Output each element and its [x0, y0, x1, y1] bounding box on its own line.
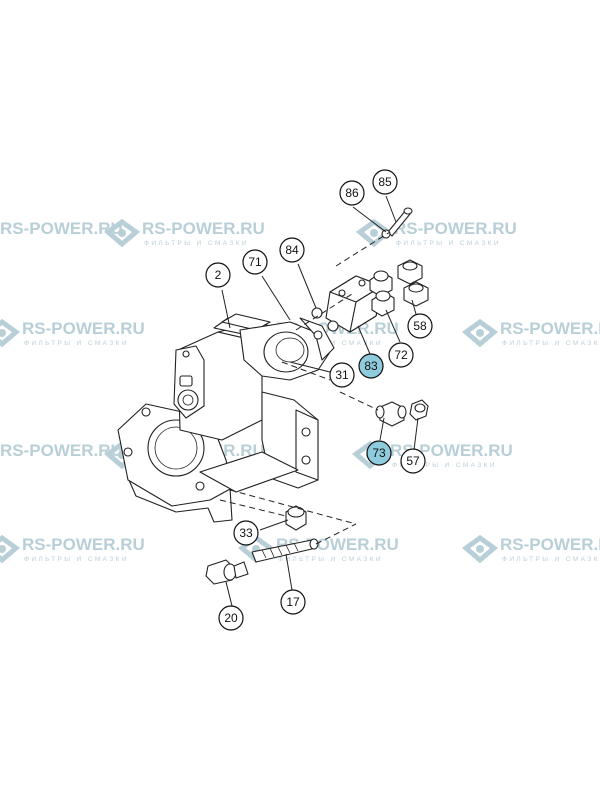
watermark-tagline: ФИЛЬТРЫ И СМАЗКИ — [502, 556, 600, 563]
plug — [205, 559, 249, 585]
callout-2[interactable]: 2 — [205, 262, 231, 288]
rs-power-logo-icon — [0, 534, 21, 564]
callout-72[interactable]: 72 — [388, 342, 414, 368]
callout-83[interactable]: 83 — [358, 353, 384, 379]
watermark-brand: RS-POWER.RU — [22, 319, 145, 338]
nut — [397, 259, 429, 307]
callout-label: 17 — [286, 595, 300, 609]
callout-label: 73 — [372, 446, 386, 460]
fitting — [369, 270, 395, 317]
callout-label: 83 — [364, 359, 378, 373]
elbow-fitting — [375, 401, 407, 427]
bolt — [381, 207, 413, 239]
watermark-brand: RS-POWER.RU — [500, 319, 600, 338]
watermark-logo: RS-POWER.RU ФИЛЬТРЫ И СМАЗКИ — [0, 318, 145, 348]
callout-33[interactable]: 33 — [233, 520, 259, 546]
callout-label: 84 — [285, 243, 299, 257]
watermark-tagline: ФИЛЬТРЫ И СМАЗКИ — [502, 340, 600, 347]
nut — [409, 399, 429, 421]
watermark-brand: RS-POWER.RU — [0, 219, 123, 238]
watermark-logo: RS-POWER.RU ФИЛЬТРЫ И СМАЗКИ — [461, 534, 600, 564]
assembly-lines — [219, 231, 391, 545]
watermark-brand: RS-POWER.RU — [394, 219, 517, 238]
watermark-logo: RS-POWER.RU ФИЛЬТРЫ И СМАЗКИ — [0, 534, 145, 564]
watermark-tagline: ФИЛЬТРЫ И СМАЗКИ — [396, 240, 501, 247]
rs-power-logo-icon — [461, 534, 499, 564]
nut — [285, 505, 307, 531]
callout-label: 58 — [413, 319, 427, 333]
watermark-tagline: ФИЛЬТРЫ И СМАЗКИ — [24, 556, 129, 563]
rs-power-logo-icon — [103, 218, 141, 248]
callout-58[interactable]: 58 — [407, 313, 433, 339]
leader-lines — [221, 195, 419, 607]
rs-power-logo-icon — [461, 318, 499, 348]
watermark-brand: RS-POWER.RU — [500, 535, 600, 554]
watermark-logo: RS-POWER.RU — [0, 441, 123, 460]
callout-label: 57 — [406, 454, 420, 468]
callouts: 85 86 84 71 2 58 72 83 — [205, 169, 433, 631]
watermark-brand: RS-POWER.RU — [142, 219, 265, 238]
callout-57[interactable]: 57 — [400, 448, 426, 474]
callout-71[interactable]: 71 — [242, 249, 268, 275]
callout-73[interactable]: 73 — [366, 440, 392, 466]
watermark-tagline: ФИЛЬТРЫ И СМАЗКИ — [144, 240, 249, 247]
callout-label: 33 — [239, 526, 253, 540]
valve-block — [325, 275, 383, 333]
callout-17[interactable]: 17 — [280, 589, 306, 615]
callout-84[interactable]: 84 — [279, 237, 305, 263]
callout-85[interactable]: 85 — [372, 169, 398, 195]
watermark-logo: RS-POWER.RU ФИЛЬТРЫ И СМАЗКИ — [461, 318, 600, 348]
callout-label: 86 — [345, 186, 359, 200]
watermark-brand: RS-POWER.RU — [0, 441, 123, 460]
callout-label: 85 — [378, 175, 392, 189]
watermark-tagline: ФИЛЬТРЫ И СМАЗКИ — [278, 556, 383, 563]
callout-label: 2 — [215, 268, 222, 282]
watermark-logo: RS-POWER.RU — [0, 219, 123, 238]
pump-housing — [117, 313, 335, 523]
callout-label: 71 — [248, 255, 262, 269]
shaft — [251, 538, 319, 563]
o-ring — [327, 320, 339, 332]
rs-power-logo-icon — [0, 318, 21, 348]
callout-label: 20 — [224, 611, 238, 625]
callout-86[interactable]: 86 — [339, 180, 365, 206]
callout-20[interactable]: 20 — [218, 605, 244, 631]
watermark-tagline: ФИЛЬТРЫ И СМАЗКИ — [392, 462, 497, 469]
watermark-logo: RS-POWER.RU ФИЛЬТРЫ И СМАЗКИ — [103, 218, 265, 248]
callout-label: 31 — [335, 368, 349, 382]
watermark-brand: RS-POWER.RU — [22, 535, 145, 554]
callout-label: 72 — [394, 348, 408, 362]
watermark-tagline: ФИЛЬТРЫ И СМАЗКИ — [24, 340, 129, 347]
callout-31[interactable]: 31 — [329, 362, 355, 388]
